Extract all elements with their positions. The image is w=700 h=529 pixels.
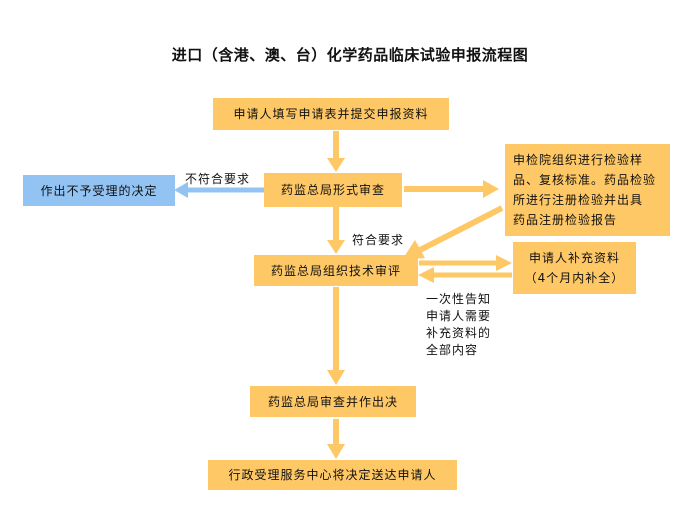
arrow-supplement-to-step3 — [418, 267, 512, 283]
arrow-step3-to-supplement — [419, 255, 512, 271]
arrow-step3-to-step4 — [327, 287, 345, 385]
step2-label: 药监总局形式审查 — [280, 183, 385, 197]
inspection-line-1: 申检院组织进行检验样 — [513, 153, 644, 167]
notify-line-1: 一次性告知 — [426, 292, 492, 306]
step1-label: 申请人填写申请表并提交申报资料 — [233, 107, 429, 121]
step1-box: 申请人填写申请表并提交申报资料 — [213, 98, 449, 130]
notify-line-3: 补充资料的 — [426, 326, 492, 340]
supplement-line-2: （4个月内补全） — [524, 271, 625, 285]
inspection-line-3: 所进行注册检验并出具 — [513, 193, 644, 207]
arrow-step2-to-rejection — [174, 182, 264, 198]
rejection-label: 作出不予受理的决定 — [40, 183, 158, 198]
step5-label: 行政受理服务中心将决定送达申请人 — [228, 468, 437, 482]
arrow-step2-to-inspection — [404, 180, 499, 198]
step3-box: 药监总局组织技术审评 — [254, 255, 418, 286]
meet-label: 符合要求 — [352, 233, 405, 247]
supplement-box: 申请人补充资料 （4个月内补全） — [513, 242, 636, 294]
notify-line-4: 全部内容 — [426, 343, 479, 357]
arrow-step4-to-step5 — [327, 419, 345, 459]
step3-label: 药监总局组织技术审评 — [270, 263, 401, 278]
not-meet-label: 不符合要求 — [185, 172, 251, 186]
step4-label: 药监总局审查并作出决 — [267, 394, 398, 409]
step2-box: 药监总局形式审查 — [264, 173, 402, 207]
inspection-box: 申检院组织进行检验样 品、复核标准。药品检验 所进行注册检验并出具 药品注册检验… — [505, 144, 670, 236]
inspection-line-4: 药品注册检验报告 — [513, 213, 618, 227]
supplement-line-1: 申请人补充资料 — [528, 251, 620, 265]
arrow-step1-to-step2 — [327, 131, 345, 172]
notify-label: 一次性告知 申请人需要 补充资料的 全部内容 — [426, 291, 491, 359]
step4-box: 药监总局审查并作出决 — [250, 386, 416, 417]
rejection-box: 作出不予受理的决定 — [23, 175, 175, 206]
notify-line-2: 申请人需要 — [426, 309, 492, 323]
arrow-step2-to-step3 — [327, 207, 345, 254]
diagram-title: 进口（含港、澳、台）化学药品临床试验申报流程图 — [171, 46, 529, 64]
arrow-inspection-to-step3 — [402, 205, 504, 260]
step5-box: 行政受理服务中心将决定送达申请人 — [208, 460, 457, 490]
inspection-line-2: 品、复核标准。药品检验 — [513, 173, 657, 187]
